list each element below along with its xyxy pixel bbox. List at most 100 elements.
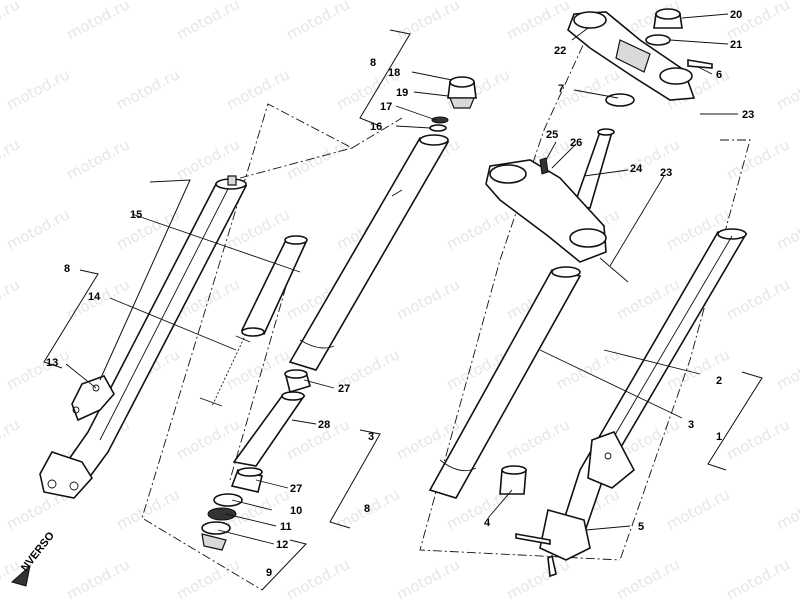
watermark-text: motod.ru (113, 485, 182, 533)
right-assembly-group (419, 8, 751, 578)
watermark-text: motod.ru (503, 555, 572, 600)
watermark-text: motod.ru (723, 135, 792, 183)
callout-6: 6 (716, 69, 722, 81)
callout-27-upper: 27 (338, 383, 350, 395)
callout-20: 20 (730, 9, 742, 21)
watermark-text: motod.ru (63, 135, 132, 183)
callout-5: 5 (638, 521, 644, 533)
small-screw (539, 157, 549, 175)
watermark-text: motod.ru (393, 275, 462, 323)
inner-tube (288, 134, 450, 371)
callout-17: 17 (380, 101, 392, 113)
watermark-text: motod.ru (773, 345, 800, 393)
watermark-text: motod.ru (3, 345, 72, 393)
callout-22: 22 (554, 45, 566, 57)
watermark-text: motod.ru (613, 555, 682, 600)
leader-lines (65, 13, 738, 545)
watermark-text: motod.ru (113, 205, 182, 253)
damper-sleeve (232, 391, 306, 467)
callout-4: 4 (484, 517, 491, 529)
watermark-text: motod.ru (283, 0, 352, 44)
watermark-text: motod.ru (553, 345, 622, 393)
callout-16: 16 (370, 121, 382, 133)
callout-25: 25 (546, 129, 558, 141)
callout-27-lower: 27 (290, 483, 302, 495)
watermark-text: motod.ru (0, 0, 23, 44)
center-inner-tube-group (201, 76, 477, 551)
callout-21: 21 (730, 39, 742, 51)
watermark-text: motod.ru (223, 345, 292, 393)
callout-23-top: 23 (742, 109, 754, 121)
callout-13: 13 (46, 357, 58, 369)
watermark-text: motod.ru (613, 135, 682, 183)
watermark-text: motod.ru (113, 65, 182, 113)
watermark-text: motod.ru (3, 65, 72, 113)
watermark-text: motod.ru (723, 555, 792, 600)
callout-9: 9 (266, 567, 272, 579)
axle-pinch-bolt (515, 533, 551, 545)
fork-cap (429, 76, 477, 132)
steering-stem (572, 128, 615, 209)
left-fork-group (39, 103, 354, 591)
callout-19: 19 (396, 87, 408, 99)
watermark-text: motod.ru (63, 0, 132, 44)
watermark-text: motod.ru (0, 135, 23, 183)
watermark-text: motod.ru (503, 415, 572, 463)
callout-10: 10 (290, 505, 302, 517)
lower-triple-clamp (485, 159, 629, 283)
callout-2: 2 (716, 375, 722, 387)
damper-rod-tube (240, 235, 308, 337)
callout-8-left: 8 (64, 263, 70, 275)
grouping-brackets (43, 29, 763, 591)
axle-bolt (547, 554, 557, 578)
upper-bushing (284, 369, 311, 394)
stem-nut (645, 8, 683, 46)
fork-spring (199, 335, 251, 407)
callout-23-mid: 23 (660, 167, 672, 179)
clamp-bolt (687, 59, 713, 69)
watermark-text: motod.ru (443, 205, 512, 253)
callout-3-left: 3 (368, 431, 374, 443)
left-slider-tube (39, 175, 248, 499)
watermark-text: motod.ru (0, 415, 23, 463)
right-slider-tube (539, 228, 748, 561)
watermark-text: motod.ru (223, 65, 292, 113)
watermark-text: motod.ru (773, 485, 800, 533)
right-bushing (499, 465, 527, 495)
callout-7: 7 (558, 83, 564, 95)
callout-18: 18 (388, 67, 400, 79)
watermark-text: motod.ru (173, 555, 242, 600)
lower-seal-stack (201, 467, 263, 551)
right-inner-tube (428, 266, 582, 499)
upper-triple-clamp (567, 11, 696, 101)
callout-8-top: 8 (370, 57, 376, 69)
watermark-text: motod.ru (723, 0, 792, 44)
watermark-text: motod.ru (283, 555, 352, 600)
callout-8-bottom: 8 (364, 503, 370, 515)
watermark-text: motod.ru (173, 415, 242, 463)
watermark-text: motod.ru (663, 485, 732, 533)
callout-26: 26 (570, 137, 582, 149)
watermark-text: motod.ru (503, 0, 572, 44)
callout-14: 14 (88, 291, 101, 303)
callout-11: 11 (280, 521, 292, 533)
front-label: NVERSO (19, 530, 57, 574)
callout-28: 28 (318, 419, 330, 431)
callout-15: 15 (130, 209, 142, 221)
watermark-text: motod.ru (393, 555, 462, 600)
watermark-text: motod.ru (3, 205, 72, 253)
stem-washer (605, 93, 635, 107)
callout-12: 12 (276, 539, 288, 551)
callout-1: 1 (716, 431, 722, 443)
callout-labels: 1 2 3 3 4 5 6 7 8 8 8 9 10 11 12 13 14 1… (46, 9, 754, 579)
watermark-text: motod.ru (63, 555, 132, 600)
watermark-text: motod.ru (393, 0, 462, 44)
watermark-text: motod.ru (773, 205, 800, 253)
watermark-text: motod.ru (773, 65, 800, 113)
callout-24: 24 (630, 163, 643, 175)
callout-3-right: 3 (688, 419, 694, 431)
watermark-text: motod.ru (173, 0, 242, 44)
watermark-text: motod.ru (0, 275, 23, 323)
front-direction-arrow: NVERSO (10, 530, 57, 587)
